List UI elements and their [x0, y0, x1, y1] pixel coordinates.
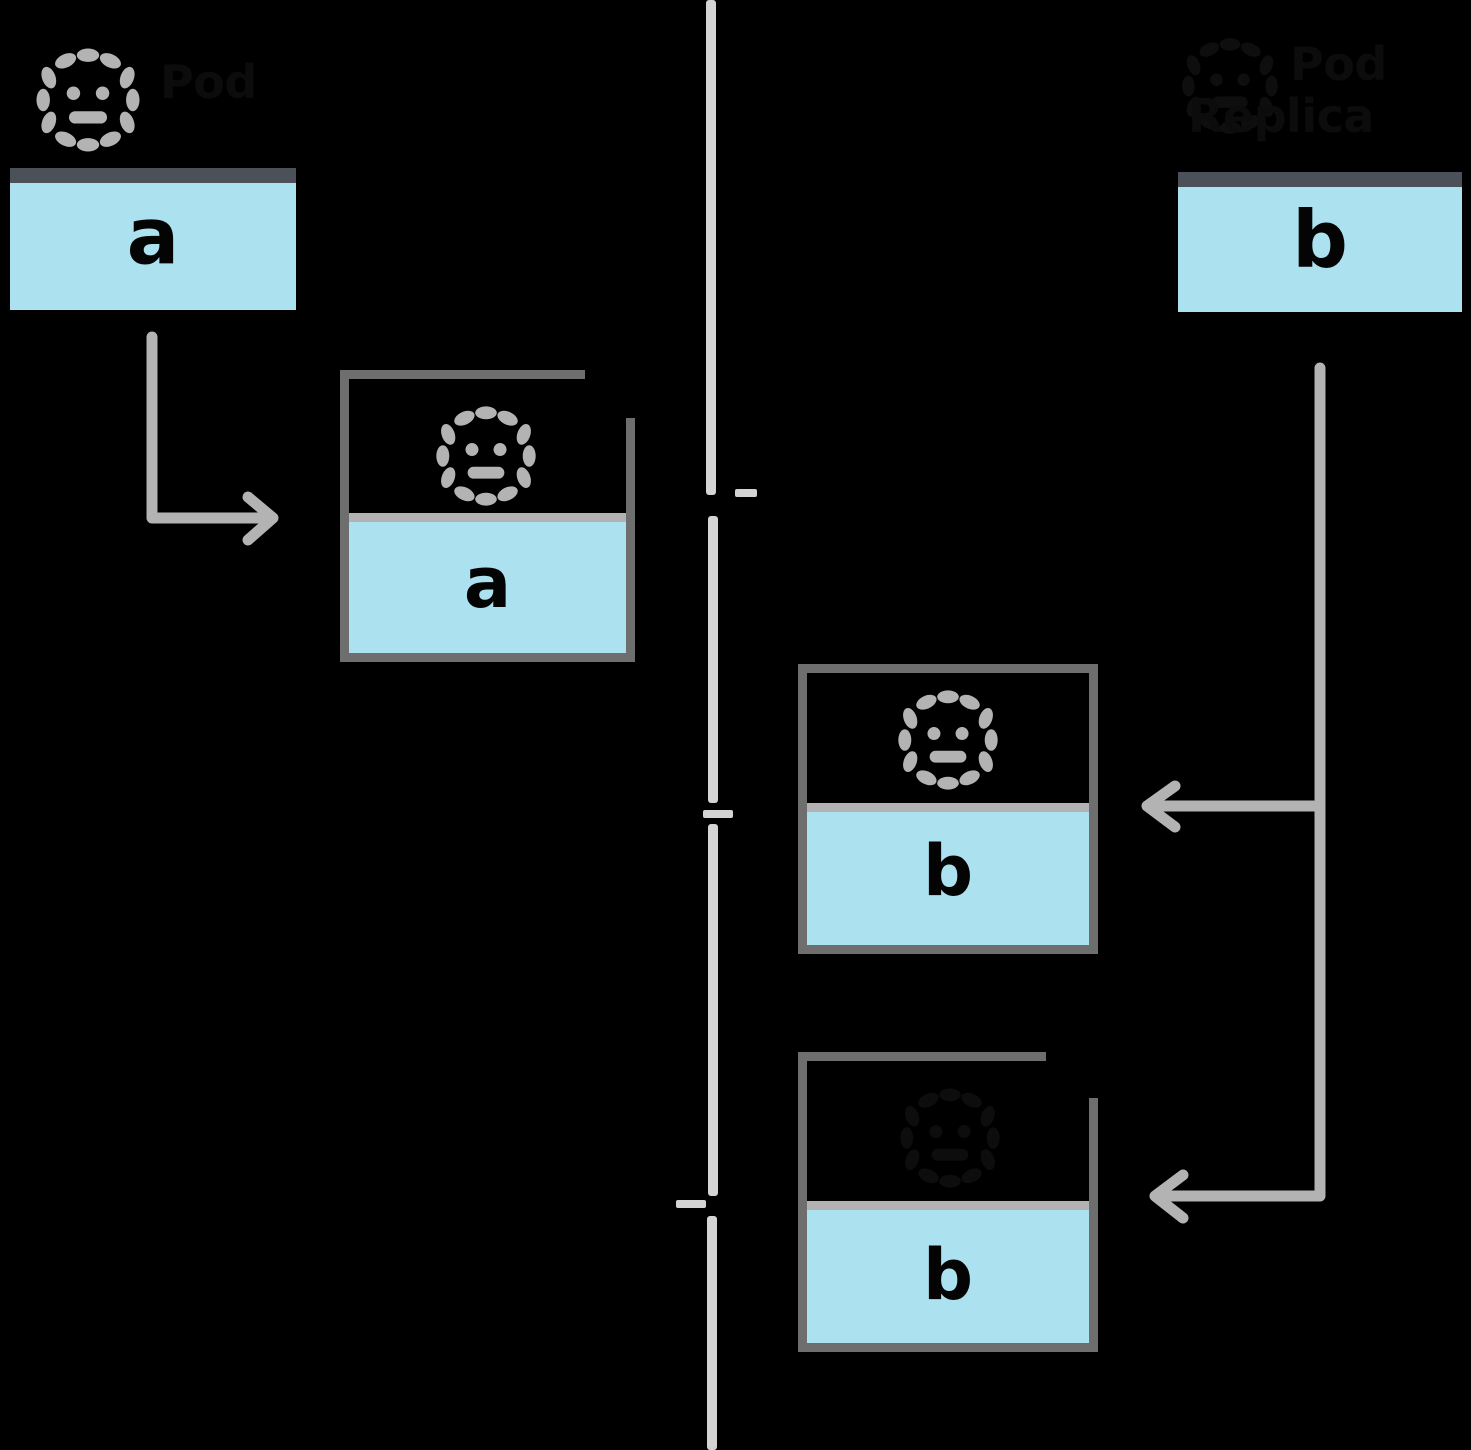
- right-target-box-top-rule: [807, 803, 1089, 812]
- pod-icon-right-header: [1178, 34, 1282, 138]
- left-target-box-border-bottom: [340, 653, 635, 662]
- left-target-box-border-left: [340, 370, 349, 662]
- pod-icon-right-target-top: [894, 686, 1002, 794]
- right-target-box-top-border-left: [798, 664, 807, 954]
- lane-divider-tick-3: [676, 1200, 706, 1208]
- right-target-box-top-border-top: [798, 664, 1098, 673]
- left-target-box[interactable]: a: [340, 370, 635, 662]
- right-source-box[interactable]: b: [1178, 172, 1462, 312]
- left-target-box-rule: [349, 513, 626, 522]
- lane-divider-tick-1: [735, 489, 757, 497]
- right-target-box-bottom-border-bottom: [798, 1343, 1098, 1352]
- lane-divider-segment-1: [706, 0, 716, 495]
- right-source-box-letter: b: [1292, 195, 1348, 286]
- pod-icon-right-target-bottom: [896, 1084, 1004, 1192]
- right-source-box-cap: [1178, 172, 1462, 187]
- left-source-box-cap: [10, 168, 296, 183]
- left-source-box-letter: a: [126, 192, 180, 283]
- connector-left-a-to-a: [146, 331, 279, 546]
- connector-right-b-to-b-bottom: [1149, 800, 1326, 1224]
- right-target-box-top[interactable]: b: [798, 664, 1098, 954]
- left-lane-header-label: Pod: [160, 55, 257, 109]
- lane-divider-segment-3: [708, 824, 718, 1196]
- lane-divider-segment-4: [707, 1216, 717, 1450]
- lane-divider-segment-2: [708, 516, 718, 803]
- left-target-box-border-top: [340, 370, 585, 379]
- right-target-box-bottom-fill: [807, 1210, 1089, 1343]
- right-target-box-bottom-letter: b: [922, 1234, 974, 1316]
- right-lane-header-label-line1: Pod: [1290, 37, 1387, 91]
- lane-divider-tick-2: [703, 810, 733, 818]
- connector-right-b-to-b-top: [1141, 362, 1326, 833]
- right-target-box-top-border-bottom: [798, 945, 1098, 954]
- right-target-box-bottom-border-top: [798, 1052, 1046, 1061]
- pod-icon-left-header: [32, 44, 144, 156]
- right-target-box-top-letter: b: [922, 830, 974, 912]
- pod-icon-left-target: [432, 402, 540, 510]
- right-target-box-top-fill: [807, 812, 1089, 945]
- left-target-box-letter: a: [463, 542, 512, 624]
- right-lane-header-label-line2: Replica: [1188, 89, 1374, 143]
- right-target-box-bottom-rule: [807, 1201, 1089, 1210]
- right-target-box-bottom-border-right: [1089, 1098, 1098, 1352]
- right-target-box-bottom-border-left: [798, 1052, 807, 1352]
- right-target-box-top-border-right: [1089, 664, 1098, 954]
- left-target-box-border-right: [626, 418, 635, 662]
- left-target-box-fill: [349, 522, 626, 653]
- right-target-box-bottom[interactable]: b: [798, 1052, 1098, 1352]
- left-source-box[interactable]: a: [10, 168, 296, 310]
